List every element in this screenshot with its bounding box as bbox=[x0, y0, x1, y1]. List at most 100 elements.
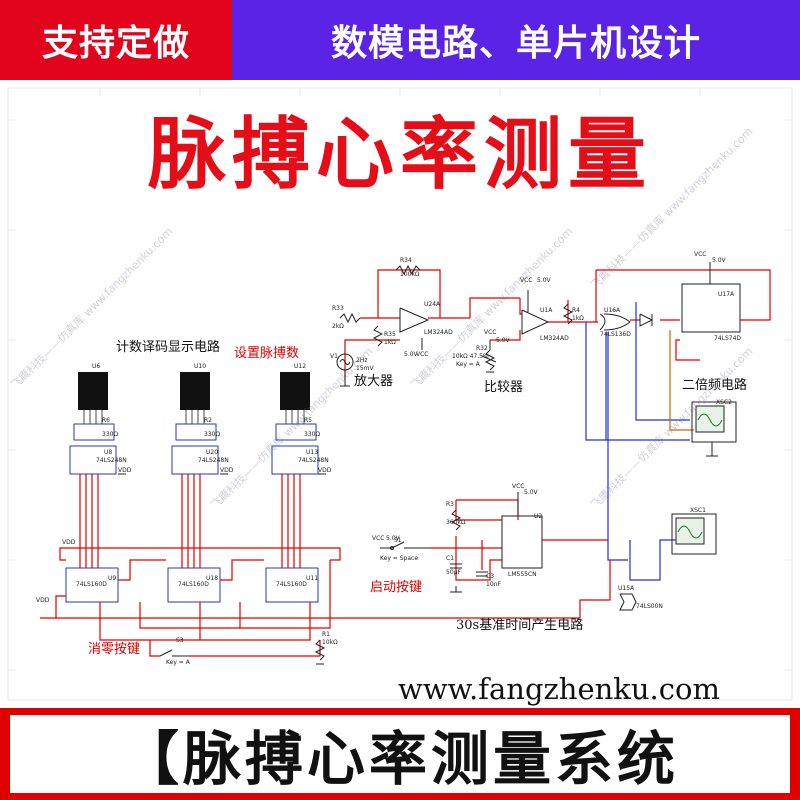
u16a-type: 74LS136D bbox=[600, 331, 631, 338]
v1-label: V1 bbox=[330, 353, 338, 360]
label-amplifier: 放大器 bbox=[354, 374, 394, 389]
s1-label: S1 bbox=[394, 537, 402, 544]
comp-vcc: VCC bbox=[520, 277, 532, 284]
r33-label: R33 bbox=[332, 305, 344, 312]
r32-value: 10kΩ 47.5% bbox=[452, 353, 489, 360]
timer-vcc: VCC bbox=[512, 483, 524, 490]
s1-key: Key = Space bbox=[380, 555, 418, 562]
label-reset-key: 消零按键 bbox=[88, 642, 141, 657]
s3-label: S3 bbox=[176, 637, 184, 644]
r1-value: 10kΩ bbox=[322, 639, 338, 646]
banner-design-text: 数模电路、单片机设计 bbox=[232, 0, 800, 80]
r33-value: 2kΩ bbox=[332, 323, 344, 330]
schematic-sheet: R34 100kΩ R33 2kΩ R35 1kΩ U24A LM324AD 5… bbox=[0, 80, 800, 708]
vdd-label-4: VDD bbox=[220, 467, 234, 474]
r34-value: 100kΩ bbox=[400, 271, 420, 278]
vdd-label-5: VDD bbox=[318, 467, 332, 474]
xsc2-label: XSC2 bbox=[716, 399, 732, 406]
u11-label: U11 bbox=[306, 575, 318, 582]
counter-display-circuit: U6 U10 U12 R6 330Ω R2 330Ω R5 330Ω U8 74… bbox=[36, 363, 341, 666]
u13-label: U13 bbox=[306, 449, 318, 456]
u13-type: 74LS248N bbox=[298, 457, 329, 464]
main-title: 脉搏心率测量 bbox=[147, 110, 652, 200]
s1-vcc-val: 5.0V bbox=[386, 535, 401, 542]
bottom-banner-text: 【脉搏心率测量系统 bbox=[10, 715, 790, 793]
u10-label: U10 bbox=[194, 363, 206, 370]
r4-label: R4 bbox=[572, 307, 580, 314]
u1a-label: U1A bbox=[540, 307, 553, 314]
r32-key: Key = A bbox=[456, 361, 481, 368]
doubler-vcc-val: 5.0V bbox=[712, 257, 727, 264]
r35-value: 1kΩ bbox=[384, 339, 396, 346]
label-doubler: 二倍频电路 bbox=[682, 378, 748, 393]
r5-label: R5 bbox=[304, 417, 312, 424]
amp-vcc-name: VCC bbox=[416, 351, 428, 358]
u17a-label: U17A bbox=[718, 291, 735, 298]
u24a-label: U24A bbox=[424, 301, 441, 308]
u2-label: U2 bbox=[534, 513, 542, 520]
comp-vcc-val: 5.0V bbox=[537, 277, 552, 284]
u9-label: U9 bbox=[108, 575, 116, 582]
label-start-key: 启动按键 bbox=[370, 580, 423, 595]
banner-custom-text: 支持定做 bbox=[0, 0, 232, 80]
u15a-label: U15A bbox=[618, 585, 635, 592]
u11-type: 74LS160D bbox=[276, 581, 307, 588]
c3-value: 10nF bbox=[486, 581, 501, 588]
r6-value: 330Ω bbox=[102, 431, 118, 438]
label-counter-display: 计数译码显示电路 bbox=[116, 340, 221, 355]
u20-type: 74LS248N bbox=[198, 457, 229, 464]
website-url: www.fangzhenku.com bbox=[398, 672, 720, 706]
u18-label: U18 bbox=[206, 575, 218, 582]
r3-value: 360kΩ bbox=[446, 519, 466, 526]
r3-label: R3 bbox=[446, 501, 454, 508]
u24a-type: LM324AD bbox=[424, 329, 453, 336]
doubler-circuit: VCC 5.0V U16A 74LS136D U17A 74LS74D XSC2 bbox=[585, 251, 771, 561]
amplifier-circuit: R34 100kΩ R33 2kΩ R35 1kΩ U24A LM324AD 5… bbox=[330, 257, 520, 387]
timer-vcc-val: 5.0V bbox=[524, 489, 539, 496]
top-banner: 支持定做 数模电路、单片机设计 bbox=[0, 0, 800, 80]
u8-type: 74LS248N bbox=[96, 457, 127, 464]
u12-label: U12 bbox=[294, 363, 306, 370]
schematic-svg: R34 100kΩ R33 2kΩ R35 1kΩ U24A LM324AD 5… bbox=[7, 87, 793, 701]
label-timebase: 30s基准时间产生电路 bbox=[456, 618, 584, 633]
timebase-circuit: VCC 5.0V U2 LM555CN R3 360kΩ C1 50μF C3 … bbox=[40, 483, 717, 619]
sheet-grid bbox=[7, 87, 793, 701]
bottom-banner: 【脉搏心率测量系统 bbox=[0, 708, 800, 800]
r5-value: 330Ω bbox=[304, 431, 320, 438]
u2-type: LM555CN bbox=[508, 571, 537, 578]
r6-label: R6 bbox=[102, 417, 110, 424]
r2-label: R2 bbox=[204, 417, 212, 424]
r32-label: R32 bbox=[476, 345, 488, 352]
doubler-vcc: VCC bbox=[694, 251, 706, 258]
u6-label: U6 bbox=[92, 363, 100, 370]
r34-label: R34 bbox=[400, 257, 412, 264]
vdd-label-1: VDD bbox=[62, 539, 76, 546]
u9-type: 74LS160D bbox=[76, 581, 107, 588]
s3-key: Key = A bbox=[166, 659, 191, 666]
v1-amp: 15mV bbox=[356, 365, 374, 372]
r2-value: 330Ω bbox=[204, 431, 220, 438]
amp-vcc-label: 5.0V bbox=[404, 351, 419, 358]
u1a-type: LM324AD bbox=[540, 335, 569, 342]
xsc1-label: XSC1 bbox=[690, 507, 706, 514]
u18-type: 74LS160D bbox=[178, 581, 209, 588]
vdd-label-3: VDD bbox=[118, 467, 132, 474]
comp-vcc-2-val: 5.0V bbox=[496, 337, 511, 344]
s1-vcc: VCC bbox=[372, 535, 384, 542]
r35-label: R35 bbox=[384, 331, 396, 338]
c1-value: 50μF bbox=[446, 569, 461, 576]
v1-freq: 2Hz bbox=[356, 357, 367, 364]
c1-label: C1 bbox=[446, 555, 454, 562]
label-set-pulse: 设置脉搏数 bbox=[234, 346, 300, 361]
label-comparator: 比较器 bbox=[484, 380, 524, 395]
c3-label: C3 bbox=[486, 573, 494, 580]
u17a-type: 74LS74D bbox=[714, 335, 741, 342]
comp-vcc-2: VCC bbox=[484, 329, 496, 336]
r4-value: 1kΩ bbox=[572, 315, 584, 322]
comparator-circuit: VCC 5.0V U1A LM324AD R4 1kΩ VCC 5.0V R32… bbox=[452, 277, 598, 373]
u8-label: U8 bbox=[104, 449, 112, 456]
r1-label: R1 bbox=[322, 631, 330, 638]
u20-label: U20 bbox=[206, 449, 218, 456]
u16a-label: U16A bbox=[604, 307, 621, 314]
u15a-type: 74LS00N bbox=[636, 603, 663, 610]
